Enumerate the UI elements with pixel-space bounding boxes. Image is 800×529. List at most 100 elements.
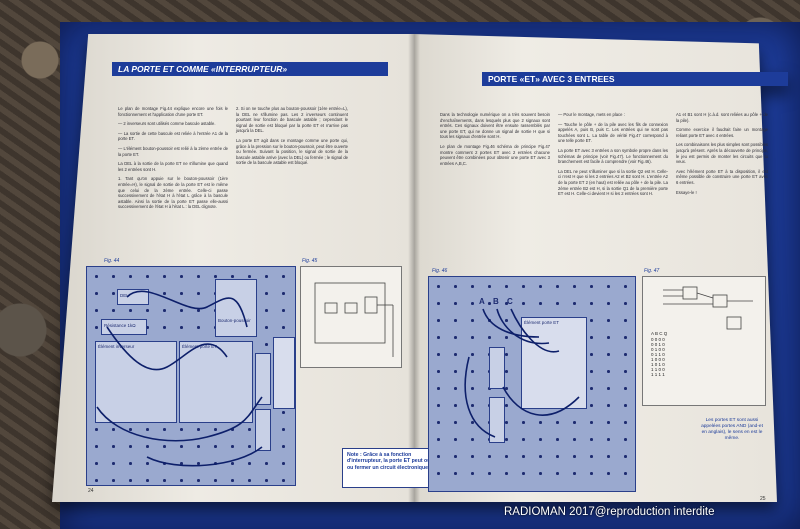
paragraph: La DEL à la sortie de la porte ET ne s'i… <box>118 161 228 172</box>
fig45-label: Fig. 45 <box>302 258 318 264</box>
board-hole <box>624 353 627 356</box>
board-hole <box>112 462 115 465</box>
board-hole <box>573 302 576 305</box>
board-hole <box>607 421 610 424</box>
board-hole <box>282 462 285 465</box>
truth-table-row: 0 1 1 0 <box>651 352 665 357</box>
board-hole <box>95 428 98 431</box>
board-hole <box>180 292 183 295</box>
board-hole <box>282 309 285 312</box>
board-hole <box>505 472 508 475</box>
board-hole <box>437 370 440 373</box>
board-hole <box>112 275 115 278</box>
board-hole <box>282 411 285 414</box>
board-hole <box>180 428 183 431</box>
paragraph: Le plan de montage Fig.46 schéma de prin… <box>440 143 550 166</box>
board-hole <box>180 462 183 465</box>
board-hole <box>505 387 508 390</box>
board-hole <box>505 353 508 356</box>
board-hole <box>590 421 593 424</box>
board-hole <box>112 428 115 431</box>
board-hole <box>282 275 285 278</box>
board-hole <box>471 387 474 390</box>
board-hole <box>556 285 559 288</box>
paragraph: Essaye-le ! <box>676 189 697 195</box>
input-label-b: B <box>493 297 499 306</box>
fig45-schematic <box>300 266 402 368</box>
truth-table-row: 0 1 0 0 <box>651 347 665 352</box>
board-hole <box>590 404 593 407</box>
board-hole <box>590 353 593 356</box>
board-hole <box>607 302 610 305</box>
board-hole <box>265 309 268 312</box>
and-gate-element: Élément porte ET <box>521 317 587 409</box>
board-hole <box>624 421 627 424</box>
right-page-number: 25 <box>760 496 766 502</box>
board-hole <box>180 326 183 329</box>
board-hole <box>590 472 593 475</box>
part-label: Bouton-poussoir <box>218 318 251 323</box>
board-hole <box>112 479 115 482</box>
board-hole <box>522 285 525 288</box>
board-hole <box>214 428 217 431</box>
board-hole <box>112 445 115 448</box>
board-hole <box>590 438 593 441</box>
board-hole <box>624 319 627 322</box>
paragraph: 1. Tant qu'on appuie sur le bouton-pouss… <box>118 176 228 210</box>
resistor-block: Résistance 1kΩ <box>101 319 147 335</box>
board-hole <box>248 275 251 278</box>
board-hole <box>146 326 149 329</box>
truth-table-row: 1 1 0 0 <box>651 367 665 372</box>
paragraph: Les combinaisons les plus simples sont p… <box>676 142 768 165</box>
board-hole <box>282 292 285 295</box>
fig46-wires <box>464 308 580 438</box>
board-hole <box>197 292 200 295</box>
open-magazine: LA PORTE ET COMME «INTERRUPTEUR» Le plan… <box>52 34 788 502</box>
board-hole <box>437 336 440 339</box>
board-hole <box>607 438 610 441</box>
board-hole <box>146 275 149 278</box>
fig47-circuit <box>663 286 753 330</box>
board-hole <box>539 285 542 288</box>
board-hole <box>573 421 576 424</box>
board-hole <box>129 275 132 278</box>
board-hole <box>197 428 200 431</box>
board-hole <box>265 326 268 329</box>
board-hole <box>437 404 440 407</box>
board-hole <box>488 472 491 475</box>
board-hole <box>539 472 542 475</box>
board-hole <box>590 319 593 322</box>
board-hole <box>282 326 285 329</box>
diode-block <box>489 397 505 443</box>
board-hole <box>265 275 268 278</box>
paragraph: La porte ET agit dans ce montage comme u… <box>236 137 348 166</box>
paragraph: 2. Si on ne touche plus au bouton-pousso… <box>236 106 348 134</box>
board-hole <box>573 285 576 288</box>
board-hole <box>590 387 593 390</box>
truth-table-row: 0 0 1 0 <box>651 342 665 347</box>
board-hole <box>590 302 593 305</box>
board-hole <box>607 472 610 475</box>
board-hole <box>556 421 559 424</box>
board-hole <box>471 353 474 356</box>
right-text-column-2: — Pour le montage, mets en place : — Tou… <box>558 112 668 201</box>
board-hole <box>146 428 149 431</box>
board-hole <box>522 455 525 458</box>
board-hole <box>95 445 98 448</box>
board-hole <box>180 479 183 482</box>
right-text-column-1: Dans la technologie numérique on a très … <box>440 112 550 170</box>
board-hole <box>624 387 627 390</box>
led-block: DEL <box>117 289 149 305</box>
board-hole <box>471 319 474 322</box>
board-hole <box>471 404 474 407</box>
board-hole <box>95 309 98 312</box>
paragraph: — Touche le pôle + de la pile avec les f… <box>558 121 668 144</box>
board-hole <box>197 275 200 278</box>
board-hole <box>505 421 508 424</box>
board-hole <box>248 445 251 448</box>
board-hole <box>624 455 627 458</box>
truth-table-header: A B C Q <box>651 331 668 336</box>
paragraph: — Pour le montage, mets en place : <box>558 112 625 117</box>
left-text-column-2: 2. Si on ne touche plus au bouton-pousso… <box>236 106 348 170</box>
board-hole <box>214 275 217 278</box>
